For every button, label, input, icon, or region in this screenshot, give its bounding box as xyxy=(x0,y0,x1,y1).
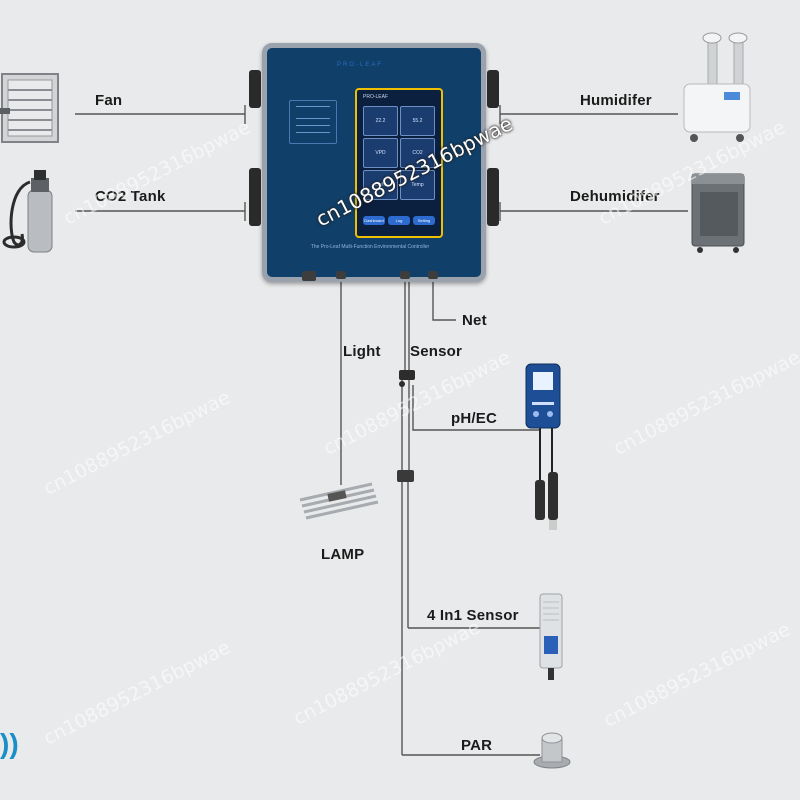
humidifier-wire xyxy=(499,105,678,124)
ph-ec-wire xyxy=(412,385,540,431)
humidifier-icon xyxy=(683,32,751,142)
screen-brand: PRO-LEAF xyxy=(363,94,389,100)
top-strip-text: PRO-LEAF xyxy=(337,62,384,68)
dehumidifier-icon xyxy=(691,173,745,253)
mount-tab xyxy=(249,168,261,226)
device-name: The Pro-Leaf Multi-Function Environmenta… xyxy=(310,244,430,250)
mount-tab xyxy=(249,70,261,108)
four-in-one-sensor-label: 4 In1 Sensor xyxy=(427,607,519,624)
environment-controller[interactable]: PRO-LEAF PRO-LEAF 22.2 55.2 VPD CO2 Ligh… xyxy=(249,43,499,282)
humidifier-label: Humidifer xyxy=(580,92,652,109)
dehumidifier-label: Dehumidifer xyxy=(570,188,660,205)
screen-tile-1[interactable]: 22.2 xyxy=(363,106,398,136)
sensor-bus xyxy=(401,380,410,755)
four-in-one-sensor-icon xyxy=(539,593,563,680)
screen-tile-4[interactable]: CO2 xyxy=(400,138,435,168)
sensor-connector xyxy=(397,470,414,482)
screen-tile-6[interactable]: Temp xyxy=(400,170,435,200)
corner-glyph: )) xyxy=(0,728,19,759)
screen-button-setting[interactable]: Setting xyxy=(413,216,435,225)
screen-tile-5[interactable]: Light xyxy=(363,170,398,200)
co2-wire xyxy=(75,202,246,221)
par-sensor-icon xyxy=(533,732,571,769)
co2-tank-icon xyxy=(2,170,53,253)
mount-tab xyxy=(487,168,499,226)
ph-ec-label: pH/EC xyxy=(451,410,497,427)
controller-ports xyxy=(300,271,440,283)
fan-label: Fan xyxy=(95,92,123,109)
screen-tile-3[interactable]: VPD xyxy=(363,138,398,168)
fan-wire xyxy=(75,105,246,124)
par-label: PAR xyxy=(461,737,493,754)
lamp-label: LAMP xyxy=(321,546,365,563)
net-label: Net xyxy=(462,312,487,329)
sensor-splitter xyxy=(399,370,415,387)
dehumidifier-wire xyxy=(499,202,688,221)
screen-button-dashboard[interactable]: Dashboard xyxy=(363,216,385,225)
light-label: Light xyxy=(343,343,381,360)
co2-tank-label: CO2 Tank xyxy=(95,188,166,205)
lamp-icon xyxy=(299,482,379,520)
screen-tile-2[interactable]: 55.2 xyxy=(400,106,435,136)
touch-screen[interactable]: PRO-LEAF 22.2 55.2 VPD CO2 Light Temp Da… xyxy=(355,88,443,238)
screen-button-log[interactable]: Log xyxy=(388,216,410,225)
status-panel xyxy=(289,100,337,144)
fan-icon xyxy=(0,73,59,143)
net-wire xyxy=(429,279,456,321)
sensor-wire xyxy=(401,279,413,375)
sensor-label: Sensor xyxy=(410,343,463,360)
ph-ec-meter-icon xyxy=(525,363,561,530)
mount-tab xyxy=(487,70,499,108)
